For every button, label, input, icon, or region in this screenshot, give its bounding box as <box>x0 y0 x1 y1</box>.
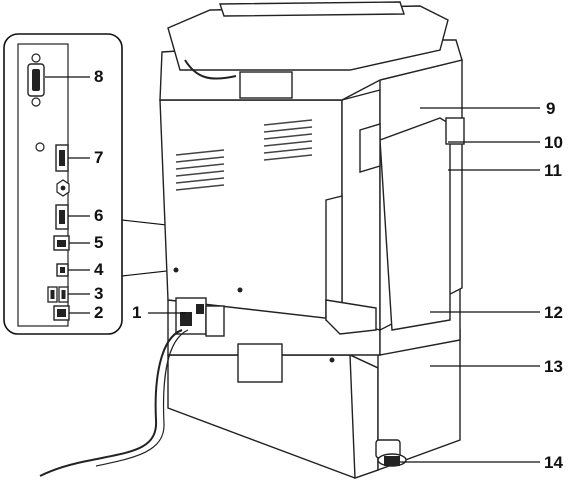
ground-screw-icon <box>57 180 69 196</box>
callout-3: 3 <box>94 284 103 303</box>
callout-1: 1 <box>132 303 141 322</box>
callout-5: 5 <box>94 233 103 252</box>
callout-14: 14 <box>544 453 563 472</box>
callout-11: 11 <box>544 161 562 180</box>
callout-13: 13 <box>544 357 563 376</box>
callout-12: 12 <box>544 303 563 322</box>
port-4-icon <box>57 264 68 276</box>
callout-4: 4 <box>94 260 104 279</box>
callout-9: 9 <box>546 99 555 118</box>
callout-8: 8 <box>94 67 103 86</box>
callout-7: 7 <box>94 148 103 167</box>
callout-2: 2 <box>94 303 103 322</box>
callout-10: 10 <box>544 133 563 152</box>
ethernet-port-icon <box>54 236 69 250</box>
usb-b-port-icon <box>54 306 69 320</box>
usb-port-6-icon <box>56 205 68 229</box>
callout-6: 6 <box>94 206 103 225</box>
